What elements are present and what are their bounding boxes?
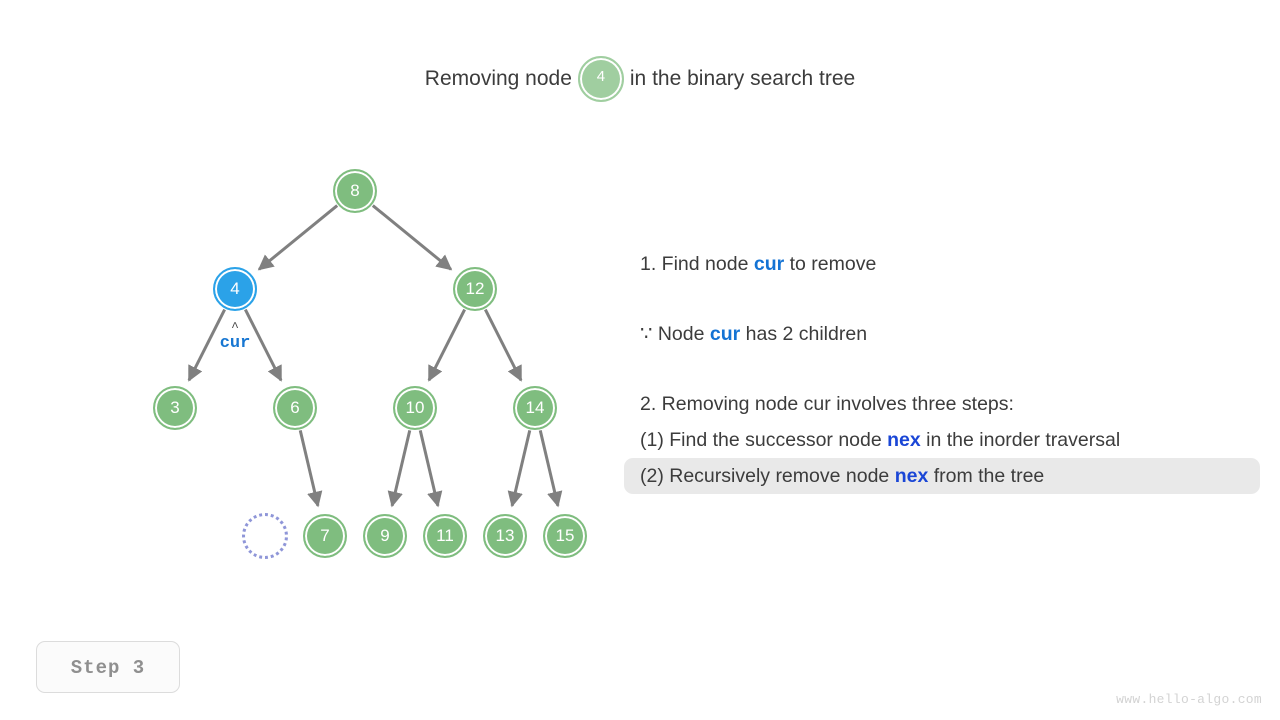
explanation-panel: 1. Find node cur to remove ∵ Node cur ha… bbox=[624, 246, 1260, 494]
line2-suffix: has 2 children bbox=[740, 323, 868, 345]
tree-edge-group bbox=[187, 204, 563, 508]
line5-keyword-nex: nex bbox=[894, 465, 929, 487]
title-suffix: in the binary search tree bbox=[629, 67, 856, 90]
line4-keyword-nex: nex bbox=[887, 429, 921, 451]
cur-caret-icon: ^ bbox=[231, 320, 239, 335]
tree-node-13: 13 bbox=[483, 514, 527, 558]
tree-node-4: 4 bbox=[213, 267, 257, 311]
tree-node-14: 14 bbox=[513, 386, 557, 430]
tree-node-12: 12 bbox=[453, 267, 497, 311]
line5-prefix: (2) Recursively remove node bbox=[640, 465, 895, 487]
tree-node-9: 9 bbox=[363, 514, 407, 558]
tree-node-7: 7 bbox=[303, 514, 347, 558]
tree-edges-layer bbox=[187, 204, 563, 508]
tree-node-15: 15 bbox=[543, 514, 587, 558]
line2-keyword-cur: cur bbox=[709, 323, 741, 345]
tree-edge-n10-to-n11 bbox=[418, 430, 443, 508]
explanation-spacer-2 bbox=[640, 352, 1260, 386]
line1-prefix: 1. Find node bbox=[640, 253, 754, 275]
line4-prefix: (1) Find the successor node bbox=[640, 429, 888, 451]
line1-suffix: to remove bbox=[784, 253, 877, 275]
title-prefix: Removing node bbox=[424, 67, 572, 90]
explanation-line-1: 1. Find node cur to remove bbox=[624, 246, 1260, 282]
explanation-line-5-active: (2) Recursively remove node nex from the… bbox=[624, 458, 1260, 494]
tree-node-3: 3 bbox=[153, 386, 197, 430]
cur-pointer-label: cur bbox=[219, 334, 251, 353]
tree-edge-n8-to-n12 bbox=[371, 204, 453, 271]
tree-edge-n12-to-n14 bbox=[484, 308, 523, 382]
tree-node-6: 6 bbox=[273, 386, 317, 430]
explanation-line-3: 2. Removing node cur involves three step… bbox=[640, 393, 1014, 415]
tree-edge-n14-to-n15 bbox=[538, 430, 563, 508]
tree-edge-n4-to-n6 bbox=[244, 308, 283, 382]
tree-edge-n8-to-n4 bbox=[257, 204, 339, 271]
watermark: www.hello-algo.com bbox=[1116, 692, 1262, 707]
cur-pointer-annotation: ^ cur bbox=[190, 320, 280, 354]
line1-keyword-cur: cur bbox=[753, 253, 785, 275]
explanation-line-4: (1) Find the successor node nex in the i… bbox=[624, 422, 1260, 458]
tree-node-8: 8 bbox=[333, 169, 377, 213]
tree-edge-n14-to-n13 bbox=[507, 430, 532, 508]
explanation-spacer-1 bbox=[640, 282, 1260, 316]
tree-edge-n6-to-n7 bbox=[298, 430, 323, 508]
tree-node-10: 10 bbox=[393, 386, 437, 430]
explanation-line-2: ∵ Node cur has 2 children bbox=[624, 316, 1260, 352]
tree-node-11: 11 bbox=[423, 514, 467, 558]
tree-edge-n10-to-n9 bbox=[387, 430, 412, 508]
line2-prefix: ∵ Node bbox=[640, 323, 710, 345]
title-node-badge: 4 bbox=[577, 56, 624, 102]
tree-edge-n12-to-n10 bbox=[427, 308, 466, 382]
tree-edge-n4-to-n3 bbox=[187, 308, 226, 382]
line4-suffix: in the inorder traversal bbox=[920, 429, 1121, 451]
tree-node-empty-slot bbox=[242, 513, 288, 559]
step-badge: Step 3 bbox=[36, 641, 180, 693]
line5-suffix: from the tree bbox=[928, 465, 1045, 487]
